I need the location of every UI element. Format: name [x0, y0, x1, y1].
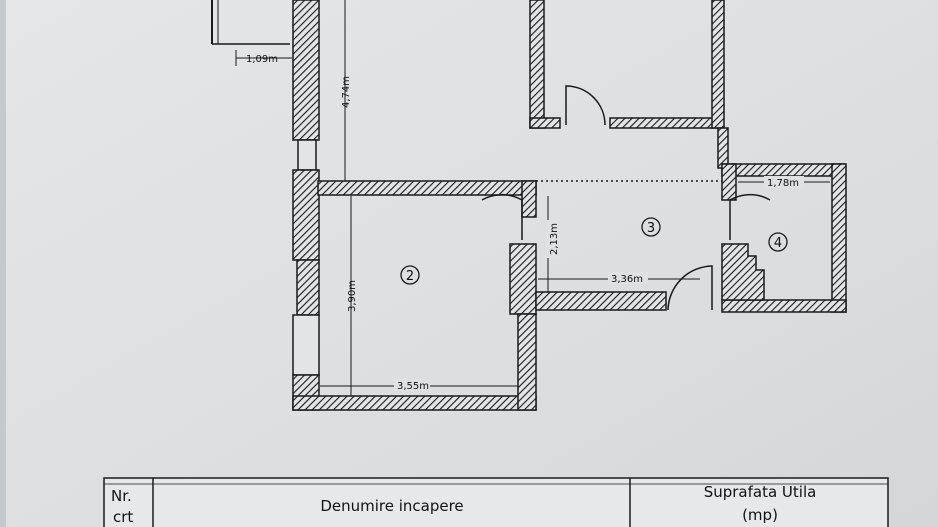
- room4-number: 4: [774, 236, 782, 251]
- wall-right-connector: [717, 127, 729, 169]
- wall-room2-bottom: [292, 395, 537, 411]
- room2-circle: [400, 265, 420, 285]
- paper: [6, 0, 938, 527]
- wall-left-mid: [292, 169, 320, 261]
- wall-room3-bottom: [535, 291, 667, 311]
- wall-room4-top: [721, 163, 845, 177]
- wall-upper-room-bottom-left: [529, 117, 561, 129]
- wall-room2-right-upper: [521, 180, 537, 218]
- table-header-name: Denumire incapere: [320, 497, 463, 515]
- wall-room2-right-step: [509, 243, 537, 315]
- table-header-nr: Nr.: [111, 487, 132, 505]
- window-left-lower: [292, 314, 320, 376]
- wall-room2-right-lower: [517, 313, 537, 411]
- door-room3-bottom: [667, 265, 713, 311]
- room3-number: 3: [647, 221, 655, 236]
- room2-number: 2: [406, 269, 414, 284]
- dimension-lines: [235, 0, 830, 396]
- wall-room4-bottom: [721, 299, 847, 313]
- dim-label-room2-height: 3,90m: [347, 280, 358, 312]
- doors: [481, 85, 771, 311]
- wall-room4-left-upper: [721, 163, 737, 201]
- wall-left-notch: [296, 259, 320, 316]
- wall-upper-room-left: [529, 0, 545, 129]
- table-header-crt: crt: [113, 508, 133, 526]
- wall-upper-room-bottom-right: [609, 117, 723, 129]
- door-room2: [481, 193, 523, 240]
- table-header-area: Suprafata Utila: [704, 483, 817, 501]
- dim-label-top-left: 1,09m: [246, 54, 278, 65]
- table-header-area-unit: (mp): [742, 506, 778, 524]
- window-left-upper: [297, 139, 317, 171]
- dim-label-hall-height: 4,74m: [341, 76, 352, 108]
- room3-circle: [641, 217, 661, 237]
- walls: [211, 0, 847, 411]
- door-upper-room: [565, 85, 606, 126]
- dim-label-room3-width: 3,36m: [611, 274, 643, 285]
- room4-circle: [768, 232, 788, 252]
- dim-label-room2-width: 3,55m: [397, 381, 429, 392]
- table-frame: [103, 477, 889, 527]
- wall-room4-stair: [721, 243, 765, 301]
- wall-upper-room-right: [711, 0, 725, 129]
- wall-left-upper: [292, 0, 320, 141]
- door-room4: [729, 193, 771, 240]
- dim-label-room4-width: 1,78m: [767, 178, 799, 189]
- wall-room2-top: [317, 180, 537, 196]
- area-table: Nr. crt Denumire incapere Suprafata Util…: [103, 477, 889, 527]
- dim-label-room3-height: 2,13m: [549, 223, 560, 255]
- wall-room4-right: [831, 163, 847, 313]
